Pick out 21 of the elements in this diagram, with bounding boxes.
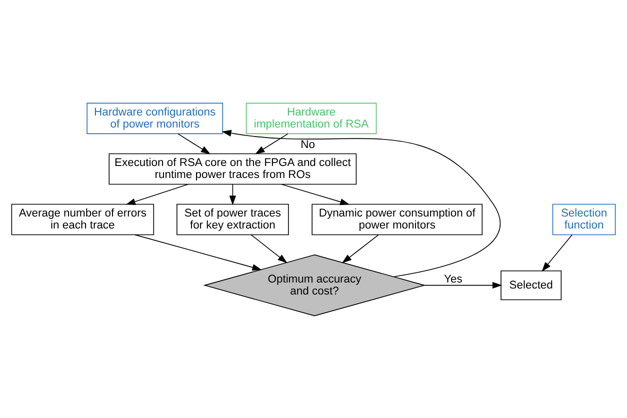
node-box: Set of power traces for key extraction	[176, 203, 289, 235]
arrow	[280, 183, 350, 205]
arrow	[255, 132, 288, 154]
arrow	[222, 129, 501, 277]
edge-label: Yes	[444, 272, 462, 285]
arrow	[126, 183, 189, 204]
node-box: Hardware implementation of RSA	[246, 102, 377, 134]
arrow	[342, 234, 379, 263]
node-box: Average number of errors in each trace	[11, 203, 154, 235]
arrow	[250, 234, 288, 263]
node-box: Execution of RSA core on the FPGA and collect runtime power traces from ROs	[108, 152, 357, 184]
node-box: Selected	[500, 270, 562, 300]
arrow	[424, 281, 502, 288]
node-box: Hardware configurations of power monitors	[86, 102, 224, 134]
node-box: Selection function	[552, 203, 616, 235]
arrow	[178, 132, 211, 154]
arrow	[229, 184, 236, 205]
arrow	[134, 234, 262, 270]
edge-label: No	[300, 138, 316, 151]
node-box: Dynamic power consumption of power monitors	[312, 203, 483, 235]
arrow	[542, 234, 572, 272]
